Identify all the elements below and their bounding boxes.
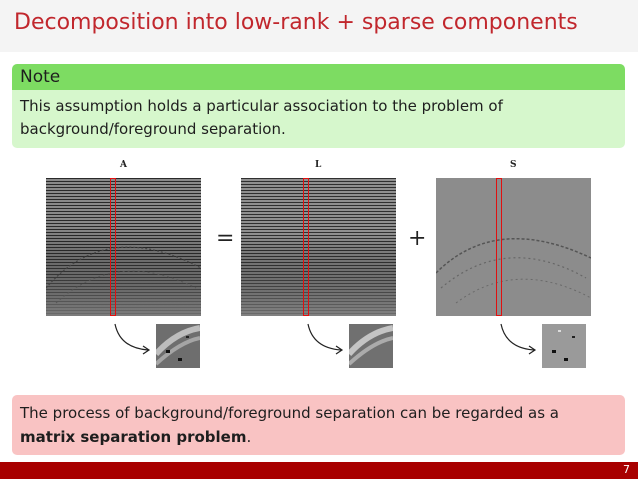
alert-block: The process of background/foreground sep…: [12, 395, 625, 455]
page-number: 7: [623, 463, 630, 476]
note-text: This assumption holds a particular assoc…: [12, 90, 625, 148]
label-s: S: [510, 160, 517, 170]
plus-sign: +: [408, 226, 427, 251]
column-highlight-a: [110, 178, 116, 316]
matrix-s-image: [436, 178, 591, 316]
curved-arrow-icon: [114, 323, 151, 355]
matrix-a-image: [46, 178, 201, 316]
title-bar: [0, 0, 638, 52]
alert-text: The process of background/foreground sep…: [20, 404, 559, 422]
note-heading: Note: [12, 64, 625, 90]
label-a: A: [120, 160, 127, 170]
label-l: L: [315, 160, 322, 170]
background-frame-thumbnail: [349, 324, 393, 368]
alert-text-end: .: [246, 428, 252, 446]
video-frame-thumbnail: [156, 324, 200, 368]
equals-sign: =: [216, 226, 235, 251]
note-block: Note This assumption holds a particular …: [12, 64, 625, 148]
foreground-frame-thumbnail: [542, 324, 586, 368]
matrix-l-image: [241, 178, 396, 316]
column-highlight-s: [496, 178, 502, 316]
column-highlight-l: [303, 178, 309, 316]
footer-bar: 7: [0, 462, 638, 479]
curved-arrow-icon: [500, 323, 537, 355]
curved-arrow-icon: [307, 323, 344, 355]
alert-bold-text: matrix separation problem: [20, 428, 247, 446]
slide-title: Decomposition into low-rank + sparse com…: [14, 10, 578, 35]
